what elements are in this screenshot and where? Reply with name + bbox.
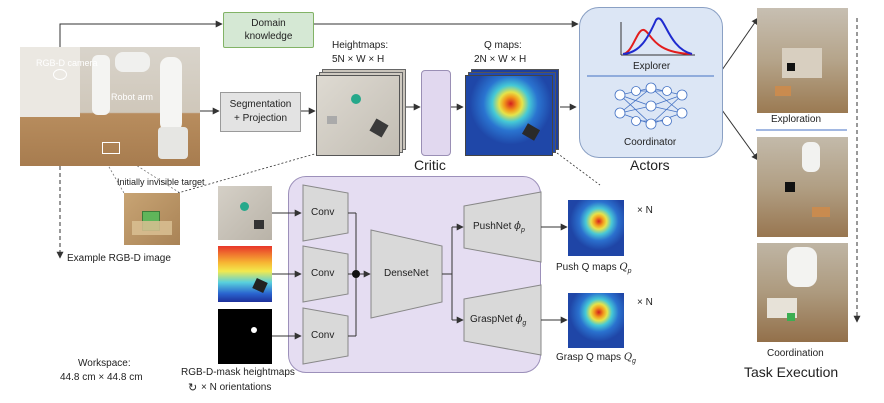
explorer-red-curve — [622, 29, 693, 55]
qmap-stack — [465, 69, 559, 156]
conv-block-3 — [302, 307, 349, 365]
densenet-block — [370, 229, 443, 319]
domain-knowledge-box: Domain knowledge — [223, 12, 314, 48]
densenet-label: DenseNet — [384, 268, 429, 279]
heightmaps-dims: 5N × W × H — [332, 54, 385, 65]
explorer-blue-curve — [622, 17, 693, 55]
coordinator-network-icon — [614, 82, 688, 130]
coordination-label: Coordination — [767, 348, 824, 359]
mask-heightmaps-label: RGB-D-mask heightmaps — [181, 367, 295, 378]
explorer-label: Explorer — [633, 61, 671, 72]
orientation-icon: ↻ — [188, 382, 198, 394]
exploration-photo — [757, 8, 848, 113]
robot-scene-photo — [20, 47, 200, 166]
arrow-actors-to-coordination — [721, 109, 759, 161]
workspace-title: Workspace: — [78, 358, 131, 369]
coordination-photo-1 — [757, 137, 848, 237]
segmentation-projection-box: Segmentation + Projection — [220, 92, 301, 132]
conv-block-2 — [302, 245, 349, 303]
graspnet-block — [463, 284, 542, 356]
camera-label: RGB-D camera — [36, 58, 98, 68]
critic-block — [421, 70, 451, 156]
example-image-label: Example RGB-D image — [67, 253, 171, 264]
qmaps-dims: 2N × W × H — [474, 54, 527, 65]
grasp-qmap — [568, 293, 624, 348]
coordination-photo-2 — [757, 243, 848, 342]
arrow-actors-to-exploration — [721, 17, 759, 71]
merge-node — [352, 270, 360, 278]
conv-label-2: Conv — [311, 268, 335, 279]
robot-arm-label: Robot arm — [111, 92, 154, 102]
conv-label-1: Conv — [311, 207, 335, 218]
pushnet-label: PushNet ϕp — [473, 221, 525, 234]
push-times-n: × N — [637, 205, 653, 216]
task-execution-title: Task Execution — [744, 364, 839, 380]
camera-marker — [53, 69, 67, 80]
grasp-qmaps-label: Grasp Q maps Qg — [556, 352, 636, 365]
grasp-times-n: × N — [637, 297, 653, 308]
actors-title: Actors — [630, 157, 670, 173]
graspnet-label: GraspNet ϕg — [470, 314, 527, 327]
pushnet-block — [463, 191, 542, 263]
push-qmaps-label: Push Q maps Qp — [556, 262, 632, 275]
heightmap-stack — [316, 69, 406, 156]
arrow-photo-to-domain — [59, 20, 223, 47]
orientations-label: × N orientations — [201, 382, 272, 393]
invisible-target-inset — [124, 193, 180, 245]
coordinator-label: Coordinator — [624, 137, 677, 148]
workspace-dims: 44.8 cm × 44.8 cm — [60, 372, 143, 383]
qmaps-title: Q maps: — [484, 40, 522, 51]
heightmaps-title: Heightmaps: — [332, 40, 389, 51]
input-depth-heightmap — [218, 246, 272, 302]
input-rgb-heightmap — [218, 186, 272, 240]
conv-label-3: Conv — [311, 330, 335, 341]
push-qmap — [568, 200, 624, 256]
exploration-label: Exploration — [771, 114, 822, 125]
input-mask-heightmap — [218, 309, 272, 364]
conv-block-1 — [302, 184, 349, 242]
critic-label: Critic — [414, 157, 446, 173]
invisible-target-label: Initially invisible target — [117, 177, 205, 187]
